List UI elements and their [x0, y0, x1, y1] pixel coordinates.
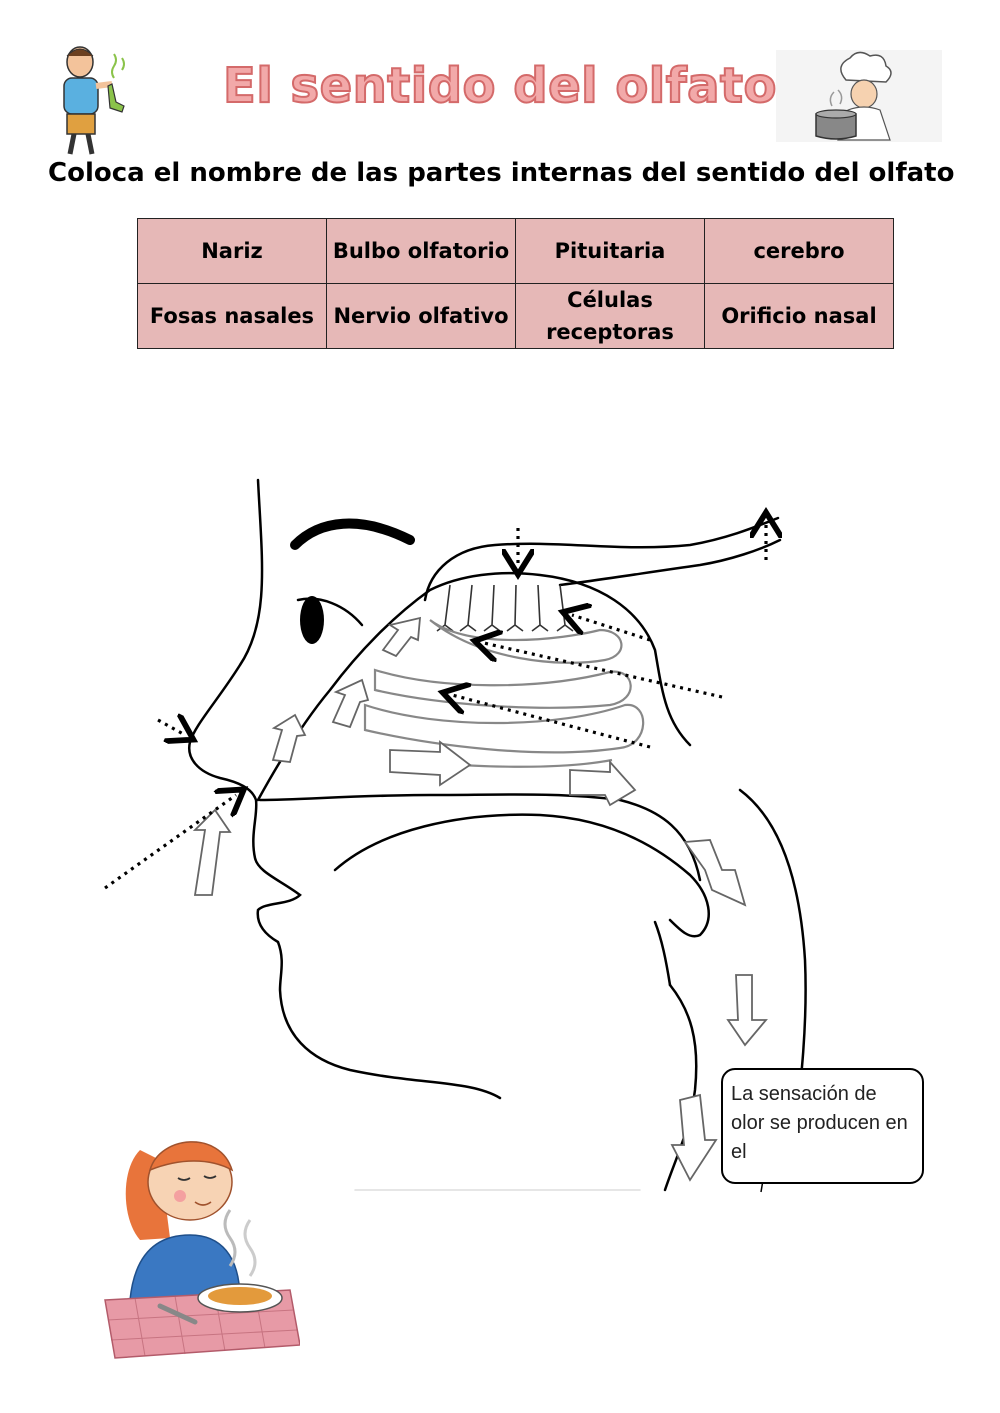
airflow-arrow-icon: [192, 808, 232, 896]
word-cell: Bulbo olfatorio: [326, 218, 516, 284]
throat-front: [663, 983, 698, 1192]
airflow-arrow-icon: [331, 678, 370, 729]
word-cell: Células receptoras: [515, 283, 705, 349]
airflow-arrow-icon: [683, 839, 747, 907]
pointer-arrow: [452, 695, 651, 749]
receptor-cell: [459, 584, 477, 632]
word-cell: Nervio olfativo: [326, 283, 516, 349]
palate-line: [258, 793, 702, 882]
word-cell: Orificio nasal: [704, 283, 894, 349]
word-cell: cerebro: [704, 218, 894, 284]
receptor-cell: [506, 584, 524, 632]
olfactory-nerve: [558, 538, 782, 587]
instruction-text: Coloca el nombre de las partes internas …: [48, 158, 955, 188]
eyebrow: [290, 518, 415, 550]
pointer-arrow: [484, 643, 723, 699]
airflow-arrow-icon: [271, 713, 307, 763]
table-row: Fosas nasales Nervio olfativo Células re…: [137, 283, 894, 349]
receptor-cell: [483, 584, 501, 632]
word-cell: Fosas nasales: [137, 283, 327, 349]
word-cell: Nariz: [137, 218, 327, 284]
callout-text: La sensación de olor se producen en el: [731, 1083, 908, 1163]
pointer-arrow: [104, 795, 236, 890]
turbinate-middle: [373, 668, 632, 709]
airflow-arrow-icon: [726, 974, 768, 1047]
receptor-cell: [556, 584, 574, 632]
callout-box: La sensación de olor se producen en el: [721, 1068, 924, 1184]
receptor-cell: [436, 584, 454, 632]
tongue: [333, 813, 710, 938]
olfactory-bulb: [423, 516, 780, 602]
airflow-arrow-icon: [381, 616, 422, 658]
turbinate-lower: [363, 703, 645, 754]
nasal-cavity-outline: [256, 571, 692, 802]
girl-smelling-soup-illustration: [104, 1141, 300, 1359]
chef-illustration: [776, 50, 942, 142]
pointer-arrow: [572, 615, 651, 642]
airflow-arrow-icon: [569, 759, 637, 807]
uvula: [653, 920, 672, 987]
table-row: Nariz Bulbo olfatorio Pituitaria cerebro: [137, 218, 894, 284]
eye-icon: [300, 596, 324, 644]
word-cell: Pituitaria: [515, 218, 705, 284]
pointer-arrow: [157, 720, 185, 735]
receptor-cell: [531, 584, 549, 632]
turbinate-upper: [429, 619, 623, 664]
word-bank-table: Nariz Bulbo olfatorio Pituitaria cerebro…: [137, 218, 894, 349]
smelly-sock-man-illustration: [63, 46, 125, 155]
page-title: El sentido del olfato: [222, 57, 777, 115]
airflow-arrow-icon: [389, 740, 472, 787]
eye-lid: [296, 597, 364, 627]
face-profile: [187, 478, 502, 1100]
airflow-arrow-icon: [670, 1093, 718, 1182]
